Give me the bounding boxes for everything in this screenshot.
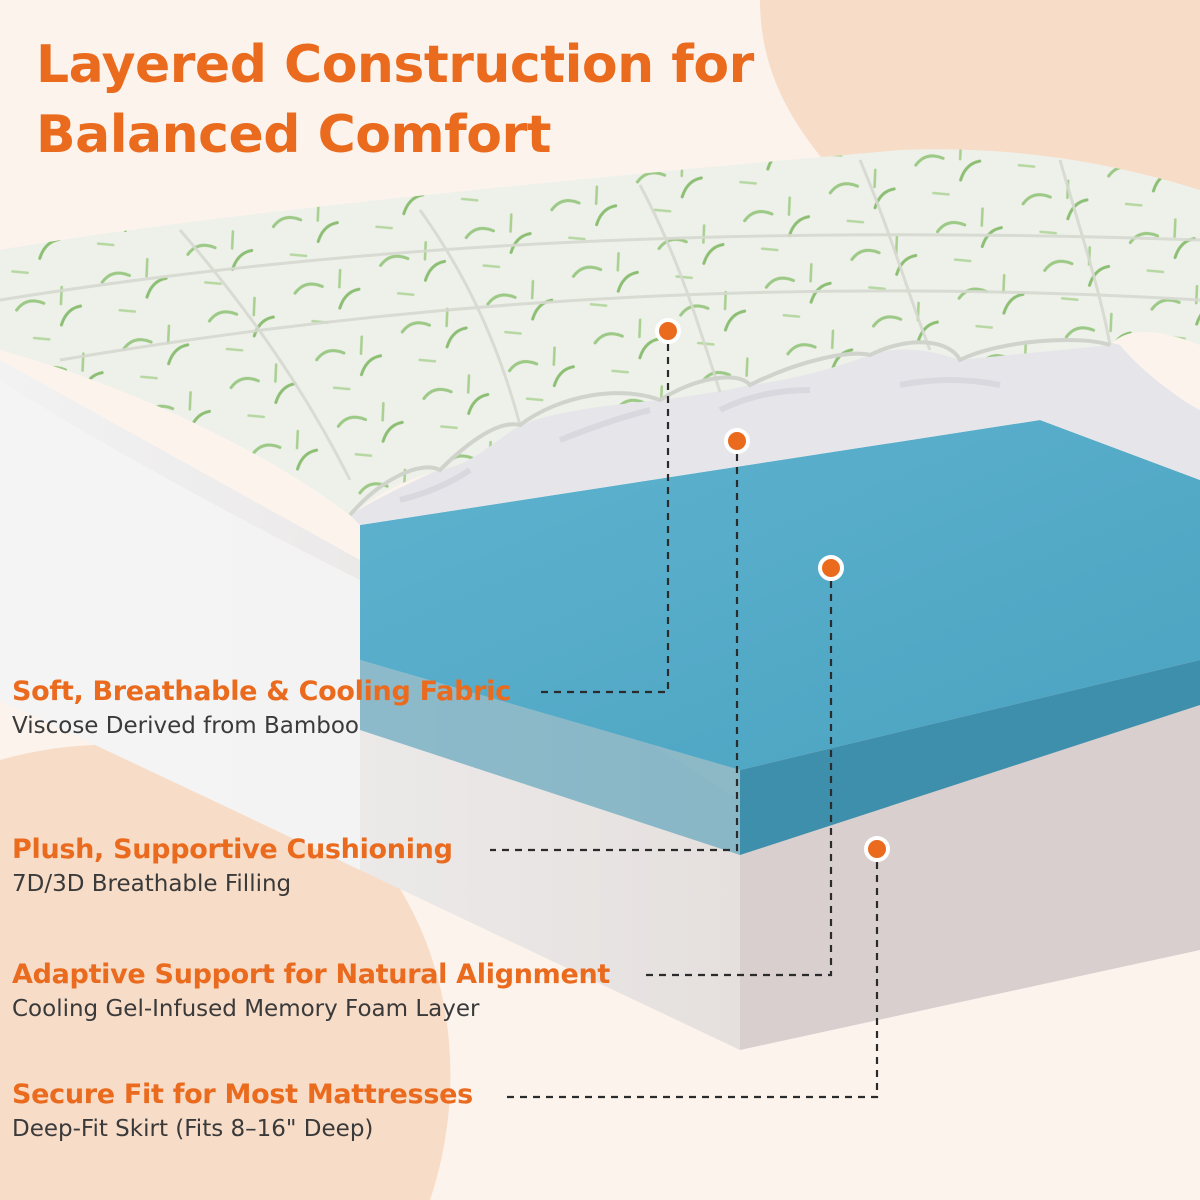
title-line-1: Layered Construction for — [36, 35, 754, 95]
feature-subtitle: Viscose Derived from Bamboo — [12, 713, 359, 739]
feature-filling: Plush, Supportive Cushioning 7D/3D Breat… — [12, 833, 453, 899]
leader-line-fabric — [540, 331, 670, 694]
feature-skirt: Secure Fit for Most Mattresses Deep-Fit … — [12, 1078, 473, 1144]
feature-title: Plush, Supportive Cushioning — [12, 834, 453, 865]
quilt-stitching — [0, 159, 1200, 481]
feature-title: Soft, Breathable & Cooling Fabric — [12, 676, 511, 707]
feature-memory-foam: Adaptive Support for Natural Alignment C… — [12, 958, 610, 1024]
leader-line-skirt — [505, 849, 879, 1099]
feature-subtitle: 7D/3D Breathable Filling — [12, 871, 292, 897]
callout-dot-icon — [864, 836, 890, 862]
feature-title: Secure Fit for Most Mattresses — [12, 1079, 473, 1110]
leader-lines — [490, 331, 879, 1099]
quilted-top-fabric — [0, 149, 1200, 515]
callout-dot-icon — [818, 555, 844, 581]
gel-foam-side — [360, 660, 740, 855]
leader-line-foam — [645, 568, 833, 977]
filling-texture — [399, 377, 1001, 503]
callout-dot-icon — [655, 318, 681, 344]
callout-dot-icon — [724, 428, 750, 454]
quilt-scallop-edge — [348, 338, 1111, 517]
callout-dots — [655, 318, 890, 862]
gel-foam-front — [740, 660, 1200, 855]
mattress-skirt-edge — [0, 380, 360, 870]
feature-title: Adaptive Support for Natural Alignment — [12, 959, 611, 990]
feature-subtitle: Deep-Fit Skirt (Fits 8–16" Deep) — [12, 1116, 374, 1142]
gel-foam-top — [360, 420, 1200, 770]
title-line-2: Balanced Comfort — [36, 105, 551, 165]
leader-line-filling — [490, 441, 739, 852]
feature-fabric: Soft, Breathable & Cooling Fabric Viscos… — [12, 675, 511, 741]
feature-subtitle: Cooling Gel-Infused Memory Foam Layer — [12, 996, 480, 1022]
page-title: Layered Construction for Balanced Comfor… — [36, 30, 754, 170]
filling-layer — [350, 340, 1200, 525]
